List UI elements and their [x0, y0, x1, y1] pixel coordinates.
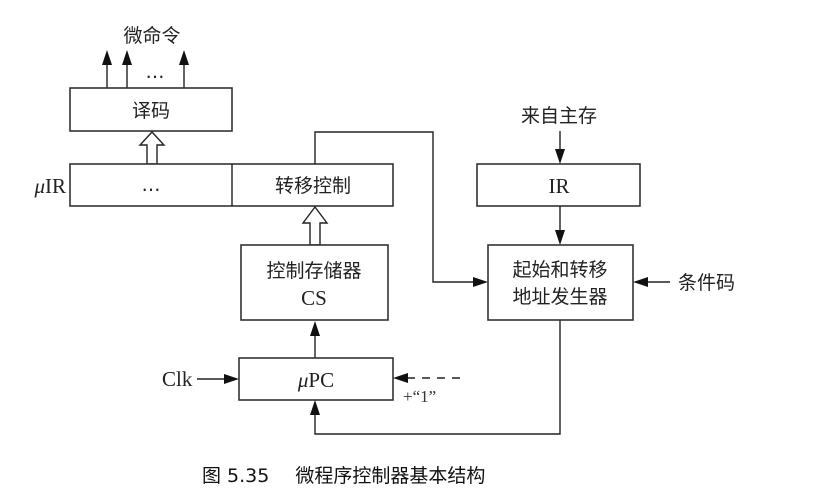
- arrowhead-icon: [179, 50, 189, 65]
- address-generator-label-line1: 起始和转移: [512, 259, 607, 281]
- hollow-arrow-uir-to-decoder: [138, 130, 166, 165]
- arrowhead-icon: [310, 321, 320, 336]
- upc-box: [238, 357, 394, 401]
- arrowhead-icon: [633, 277, 648, 287]
- uir-register: … 转移控制: [69, 163, 394, 207]
- arrowhead-icon: [555, 149, 565, 164]
- control-store-box: [240, 244, 389, 321]
- arrowhead-icon: [393, 373, 408, 383]
- branch-control-field: 转移控制: [275, 175, 351, 197]
- micro-command-arrows: [102, 50, 189, 88]
- arrowhead-icon: [310, 400, 320, 415]
- hollow-arrow-cs-to-uir: [301, 205, 329, 246]
- ir-box: [476, 163, 641, 207]
- control-store-abbrev: CS: [301, 286, 327, 310]
- control-store-label: 控制存储器: [266, 260, 361, 282]
- decoder-label: 译码: [132, 100, 170, 122]
- from-main-memory-label: 来自主存: [521, 105, 597, 127]
- arrowhead-icon: [555, 230, 565, 245]
- uir-label: μIR: [33, 174, 66, 198]
- micro-command-ellipsis: …: [146, 61, 165, 83]
- arrowhead-icon: [122, 50, 132, 65]
- ir-label: IR: [549, 174, 570, 198]
- micro-commands-label: 微命令: [123, 25, 180, 47]
- address-generator-box: [487, 244, 634, 321]
- arrowhead-icon: [224, 374, 239, 384]
- arrowhead-icon: [102, 50, 112, 65]
- branch-control-line: [314, 131, 478, 283]
- address-feedback-line: [314, 320, 561, 435]
- upc-label: μPC: [297, 368, 334, 392]
- decoder-box: [69, 87, 233, 132]
- clk-label: Clk: [162, 367, 193, 391]
- address-generator-label-line2: 地址发生器: [512, 286, 607, 308]
- increment-label: +“1”: [403, 387, 436, 406]
- uir-field-ellipsis: …: [142, 174, 161, 196]
- condition-code-label: 条件码: [678, 272, 735, 294]
- arrowhead-icon: [473, 277, 488, 287]
